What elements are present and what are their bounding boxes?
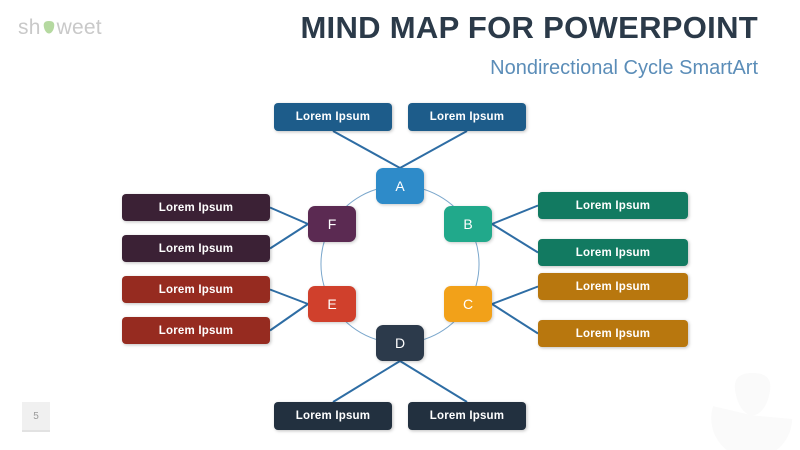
- logo-text-after: weet: [56, 16, 102, 39]
- cycle-node-label: F: [327, 216, 337, 232]
- cycle-node-label: A: [395, 178, 405, 194]
- page-number-badge: 5: [22, 402, 50, 432]
- branch-box-c[interactable]: Lorem Ipsum: [538, 273, 688, 300]
- cycle-node-f[interactable]: F: [308, 206, 356, 242]
- branch-box-b[interactable]: Lorem Ipsum: [538, 192, 688, 219]
- cycle-node-label: C: [462, 296, 474, 312]
- branch-box-f[interactable]: Lorem Ipsum: [122, 235, 270, 262]
- cycle-node-b[interactable]: B: [444, 206, 492, 242]
- logo-text-before: sh: [18, 16, 41, 39]
- branch-connector: [399, 360, 468, 403]
- branch-box-label: Lorem Ipsum: [295, 410, 371, 422]
- showeet-logo: sh weet: [18, 16, 102, 40]
- branch-connector: [269, 303, 309, 332]
- branch-box-label: Lorem Ipsum: [158, 201, 234, 214]
- branch-box-b[interactable]: Lorem Ipsum: [538, 239, 688, 266]
- branch-box-f[interactable]: Lorem Ipsum: [122, 194, 270, 221]
- cycle-node-d[interactable]: D: [376, 325, 424, 361]
- branch-connector: [269, 223, 309, 250]
- branch-box-label: Lorem Ipsum: [295, 111, 371, 123]
- branch-box-label: Lorem Ipsum: [158, 324, 234, 337]
- branch-box-label: Lorem Ipsum: [158, 283, 234, 296]
- cycle-node-label: B: [463, 216, 473, 232]
- leaf-icon: [41, 19, 57, 37]
- branch-box-label: Lorem Ipsum: [158, 242, 234, 255]
- branch-box-label: Lorem Ipsum: [575, 199, 651, 212]
- branch-connector: [399, 130, 468, 169]
- branch-connector: [491, 204, 539, 225]
- branch-box-e[interactable]: Lorem Ipsum: [122, 317, 270, 344]
- branch-box-a[interactable]: Lorem Ipsum: [408, 103, 526, 131]
- branch-box-label: Lorem Ipsum: [575, 327, 651, 340]
- branch-box-d[interactable]: Lorem Ipsum: [274, 402, 392, 430]
- branch-connector: [491, 223, 539, 254]
- cycle-node-label: D: [394, 335, 406, 351]
- leaf-icon-svg: [43, 21, 54, 34]
- branch-connector: [332, 130, 401, 169]
- branch-connector: [269, 206, 309, 225]
- branch-box-c[interactable]: Lorem Ipsum: [538, 320, 688, 347]
- branch-box-a[interactable]: Lorem Ipsum: [274, 103, 392, 131]
- cycle-node-e[interactable]: E: [308, 286, 356, 322]
- branch-box-label: Lorem Ipsum: [429, 410, 505, 422]
- branch-box-d[interactable]: Lorem Ipsum: [408, 402, 526, 430]
- branch-box-label: Lorem Ipsum: [575, 246, 651, 259]
- branch-box-e[interactable]: Lorem Ipsum: [122, 276, 270, 303]
- branch-box-label: Lorem Ipsum: [575, 280, 651, 293]
- page-title: MIND MAP FOR POWERPOINT: [300, 10, 758, 45]
- branch-box-label: Lorem Ipsum: [429, 111, 505, 123]
- branch-connector: [332, 360, 401, 403]
- leaf-watermark-icon: [711, 373, 793, 450]
- cycle-node-c[interactable]: C: [444, 286, 492, 322]
- branch-connector: [269, 288, 309, 305]
- page-subtitle: Nondirectional Cycle SmartArt: [490, 57, 758, 79]
- cycle-node-label: E: [327, 296, 337, 312]
- branch-connector: [491, 303, 539, 335]
- cycle-node-a[interactable]: A: [376, 168, 424, 204]
- branch-connector: [491, 285, 539, 305]
